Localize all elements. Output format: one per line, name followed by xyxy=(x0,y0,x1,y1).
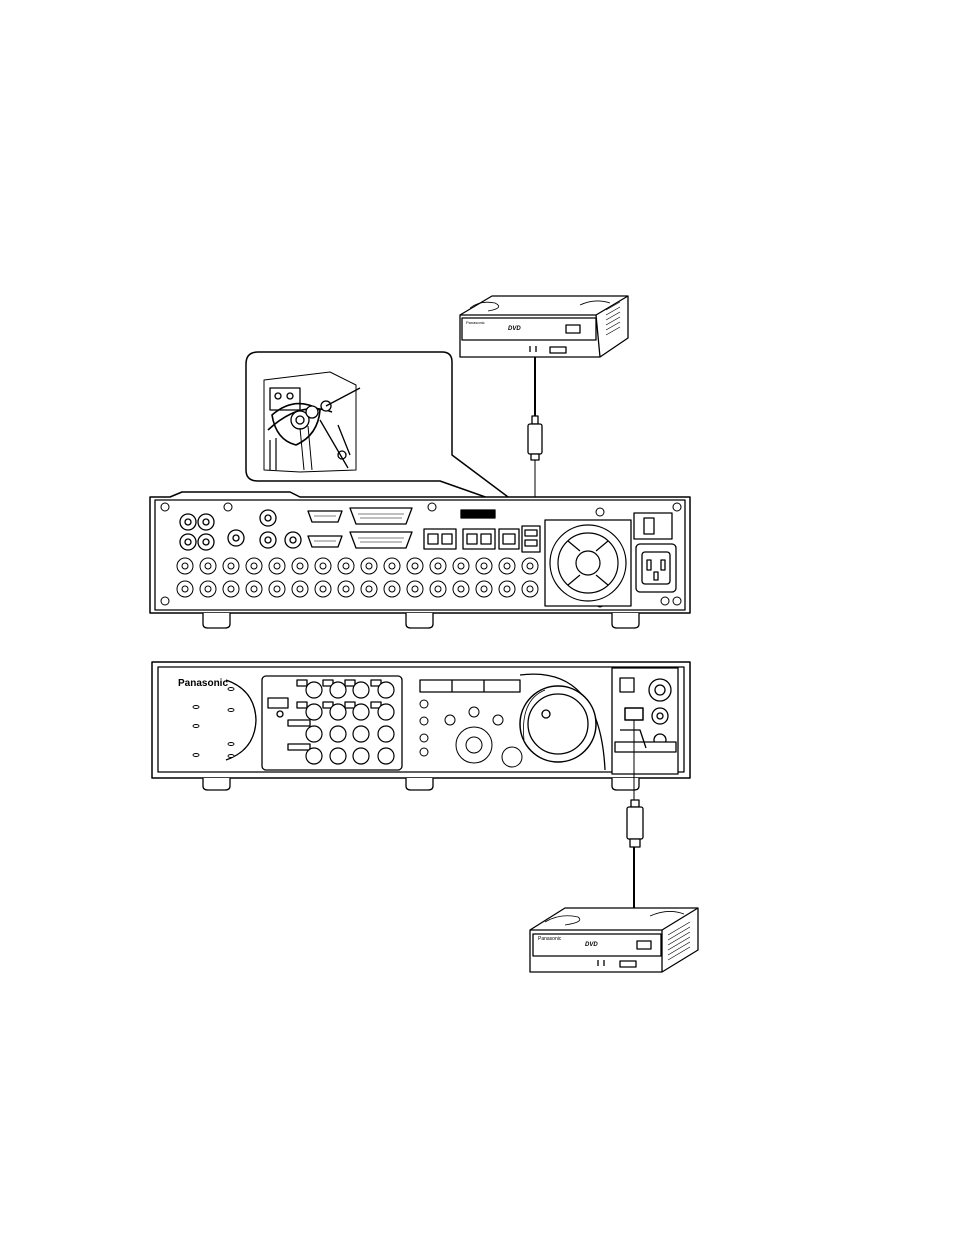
brand-logo-front: Panasonic xyxy=(178,678,228,689)
zoom-callout xyxy=(246,352,528,512)
brand-logo-drive-bottom: Panasonic xyxy=(538,936,562,942)
recorder-rear-panel xyxy=(150,492,690,628)
dvd-logo-bottom: DVD xyxy=(585,942,598,948)
dvd-logo-top: DVD xyxy=(508,326,521,332)
usb-cable-top xyxy=(528,357,542,520)
svg-text:Panasonic: Panasonic xyxy=(466,320,485,325)
recorder-front-panel: Panasonic xyxy=(152,662,690,790)
dvd-drive-bottom: Panasonic DVD xyxy=(530,908,698,972)
dvd-drive-top: Panasonic DVD xyxy=(460,296,628,357)
